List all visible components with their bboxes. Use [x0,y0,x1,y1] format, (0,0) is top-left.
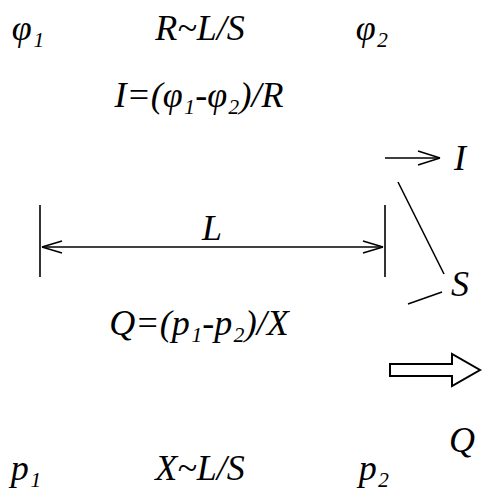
arrowhead [42,241,62,253]
shading-line [42,285,80,286]
shading-line [46,426,345,427]
flow-resistance-label: X~L/S [155,450,245,486]
leader-line [408,292,442,304]
formula: I=(φ₁-φ₂)/R [114,77,283,113]
leader-line [398,182,444,274]
cylinder-body [28,277,385,432]
shading-line [46,405,231,406]
shading-line [46,419,307,420]
pressure-label: p₂ [359,450,390,486]
shading-line [46,178,231,179]
current-label: I [454,140,466,176]
potential-label: φ₁ [12,10,44,46]
shading-line [46,192,307,193]
shading-line [46,171,193,172]
resistance-label: R~L/S [155,10,245,46]
cross-section [358,55,412,205]
length-label: L [198,210,226,246]
extension-line [39,205,41,277]
conductor-cylinder: I=(φ₁-φ₂)/R [26,55,420,205]
flow-label: Q [449,422,475,458]
shading-line [46,164,155,165]
pressure-label: p₁ [11,450,42,486]
extension-line [384,205,386,277]
flow-arrow [390,354,480,386]
potential-label: φ₂ [356,10,388,46]
shading-line [42,75,60,76]
shading-line [46,185,269,186]
formula: Q=(p₁-p₂)/X [109,305,288,341]
current-arrow [385,157,440,159]
shading-line [46,398,193,399]
shading-line [42,63,80,64]
pipe-wall [354,277,416,432]
cylinder-body [28,55,385,205]
arrowhead [418,151,440,165]
shading-line [42,291,70,292]
conductor-cylinder: Q=(p₁-p₂)/X [26,277,420,432]
shading-line [46,199,345,200]
cross-section [360,283,410,426]
arrowhead [363,241,383,253]
dimension-line [42,246,383,248]
shading-line [42,69,70,70]
shading-line [42,297,60,298]
shading-line [46,412,269,413]
cylinder-outline [26,277,420,432]
shading-line [46,391,155,392]
area-label: S [451,266,469,302]
